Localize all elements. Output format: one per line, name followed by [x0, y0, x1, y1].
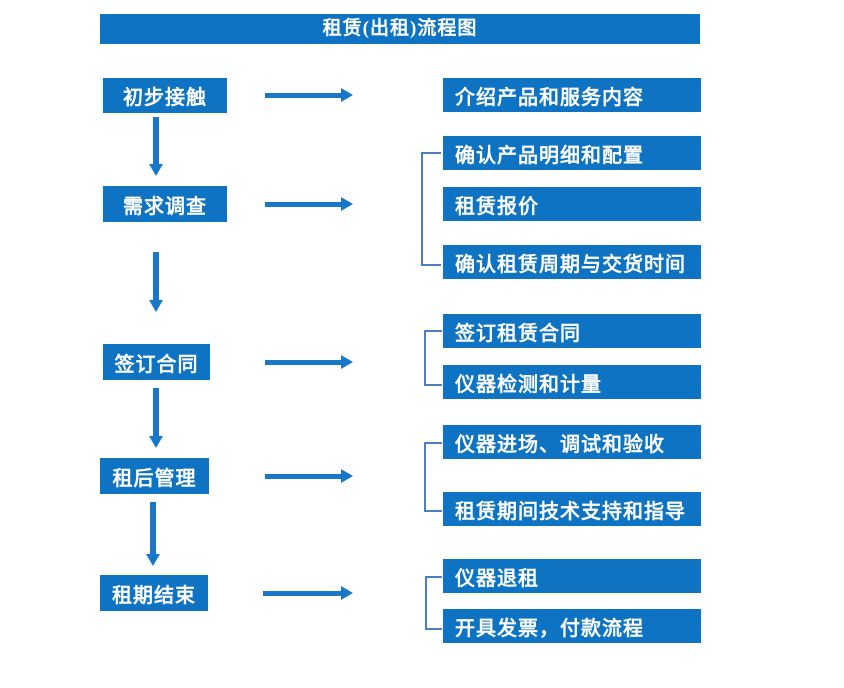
detail-introduce-products-services: 介绍产品和服务内容	[443, 78, 701, 112]
detail-instrument-return: 仪器退租	[443, 559, 701, 593]
detail-technical-support-guidance: 租赁期间技术支持和指导	[443, 492, 701, 526]
step-sign-contract: 签订合同	[103, 344, 210, 380]
bracket-connector	[424, 442, 442, 512]
detail-confirm-rental-period-delivery: 确认租赁周期与交货时间	[443, 245, 701, 279]
bracket-connector	[424, 330, 442, 386]
detail-instrument-testing-metrology: 仪器检测和计量	[443, 365, 701, 399]
bracket-connector	[421, 152, 441, 266]
bracket-connector	[425, 576, 442, 630]
detail-sign-rental-contract: 签订租赁合同	[443, 314, 701, 348]
step-initial-contact: 初步接触	[103, 78, 227, 113]
step-post-rental-management: 租后管理	[100, 458, 209, 494]
detail-rental-quotation: 租赁报价	[443, 187, 701, 221]
step-rental-end: 租期结束	[100, 575, 208, 611]
detail-confirm-product-configuration: 确认产品明细和配置	[443, 136, 701, 170]
step-demand-survey: 需求调查	[103, 186, 227, 222]
flowchart-title: 租赁(出租)流程图	[100, 14, 700, 44]
detail-invoice-payment-process: 开具发票，付款流程	[443, 609, 701, 643]
detail-instrument-entry-commissioning-acceptance: 仪器进场、调试和验收	[443, 425, 701, 459]
